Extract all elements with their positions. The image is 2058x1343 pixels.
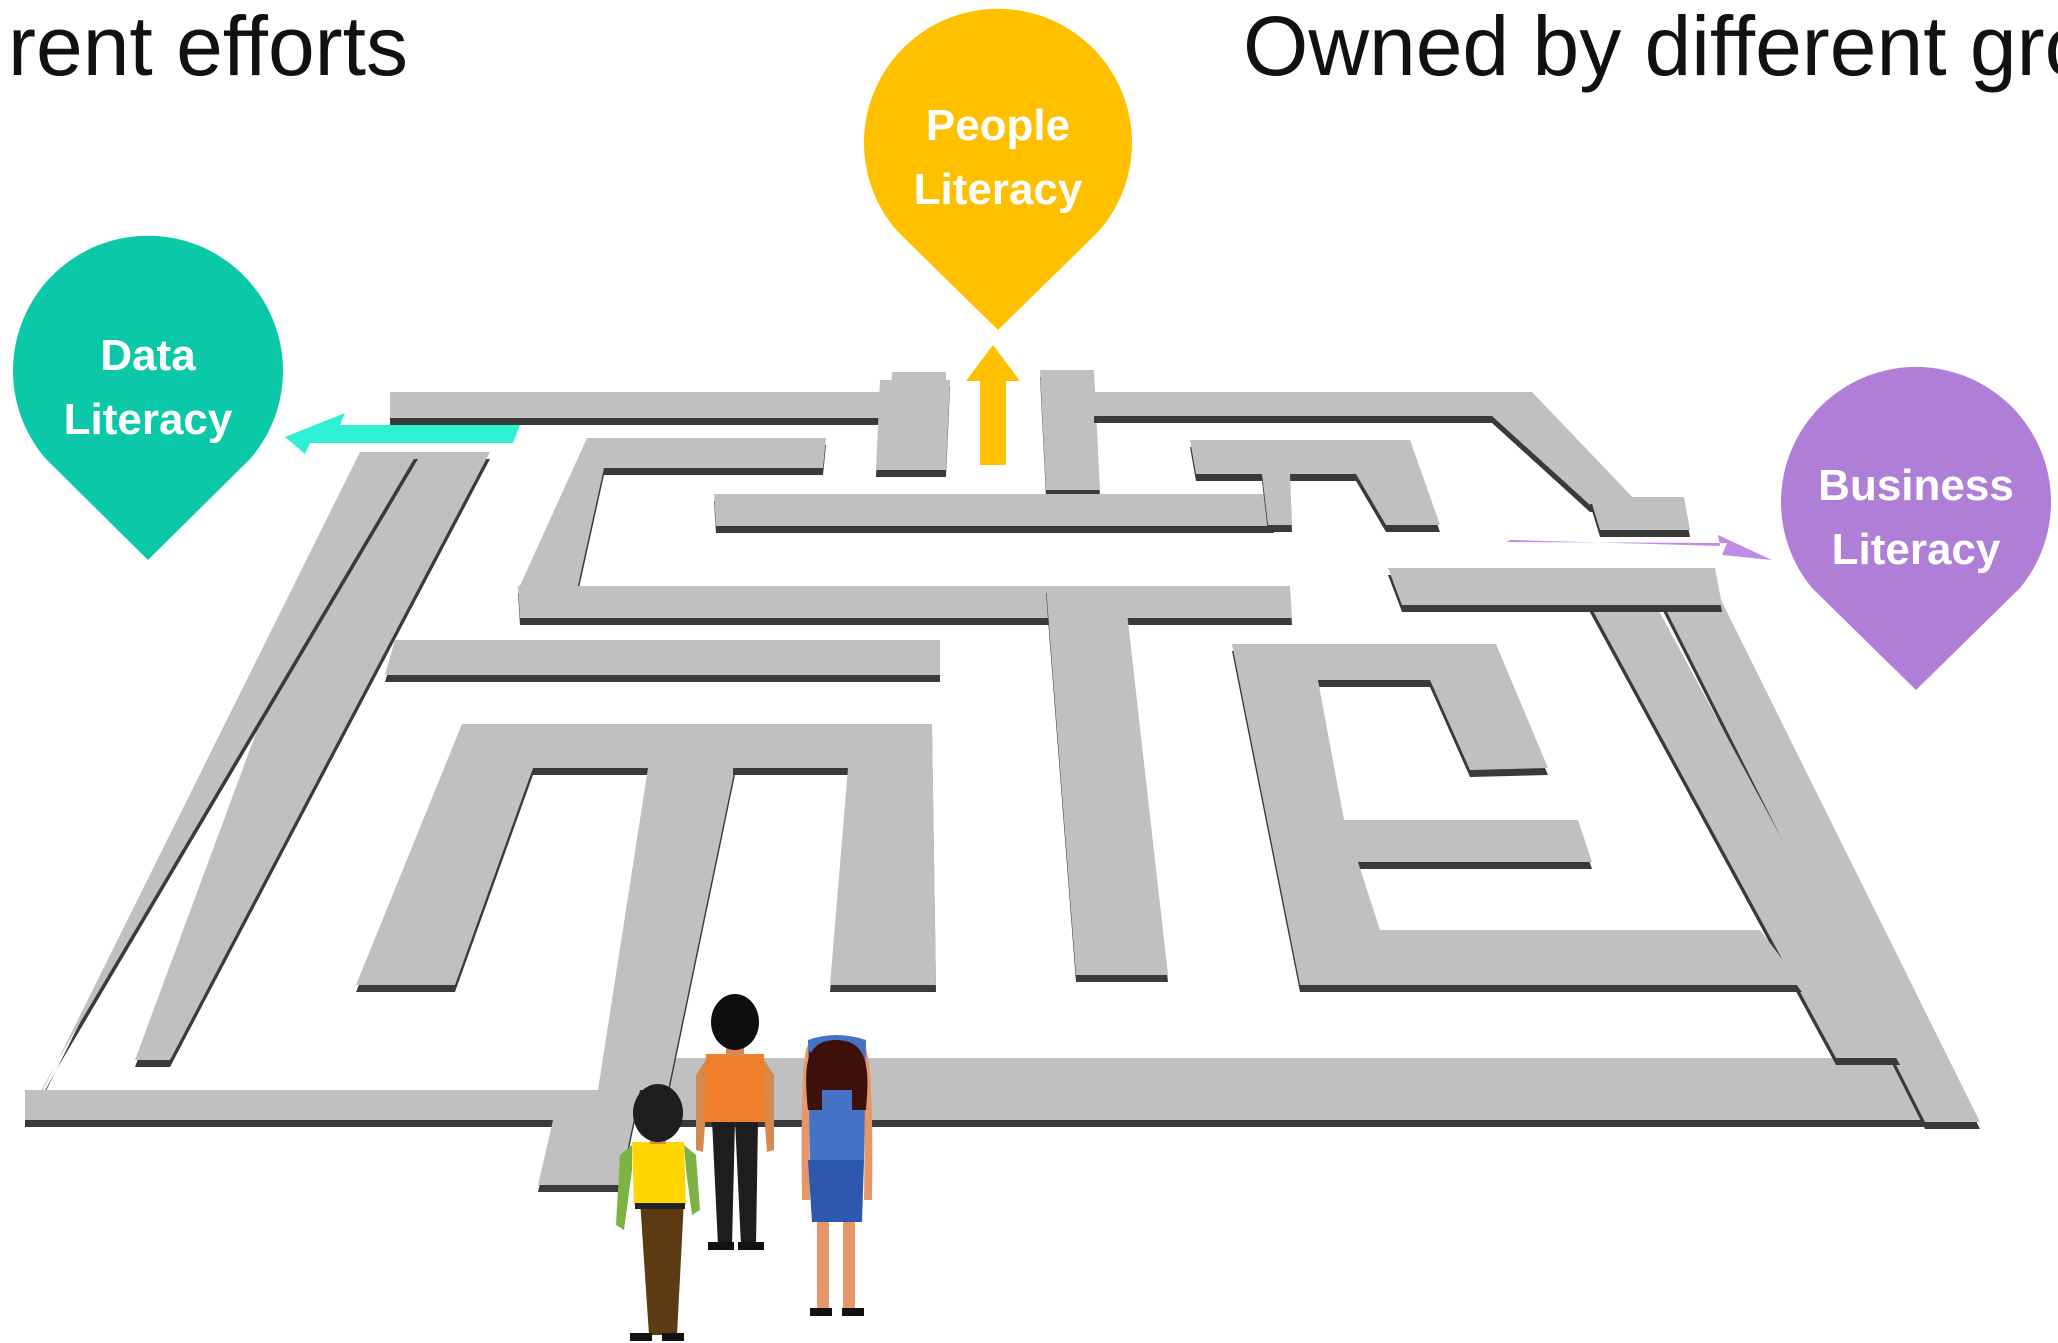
maze-wall-edge — [1094, 399, 1640, 512]
arrow-to-data-literacy — [285, 413, 520, 454]
maze-wall — [518, 586, 1292, 618]
maze-wall — [1388, 568, 1722, 605]
pin-people-line1: People — [926, 101, 1070, 150]
arrow-to-people-literacy — [966, 345, 1020, 465]
pin-business-line2: Literacy — [1832, 525, 2001, 574]
pin-data-line2: Literacy — [64, 395, 233, 444]
pin-data-shape — [13, 235, 284, 560]
maze — [25, 370, 1980, 1192]
maze-wall — [1040, 370, 1100, 490]
maze-wall — [1262, 474, 1292, 525]
maze-wall — [538, 1090, 640, 1185]
maze-wall — [1190, 440, 1440, 525]
maze-wall — [1590, 497, 1690, 530]
pin-business-literacy: Business Literacy — [1781, 366, 2051, 690]
maze-wall — [1046, 586, 1168, 975]
person-blue-dress — [801, 1035, 873, 1316]
maze-wall — [356, 724, 750, 985]
maze-wall — [25, 1090, 560, 1120]
person-yellow-shirt — [616, 1084, 700, 1341]
maze-wall — [714, 494, 1274, 526]
maze-wall — [1660, 598, 1980, 1122]
maze-wall — [135, 452, 490, 1060]
maze-wall — [518, 438, 826, 590]
pin-people-line2: Literacy — [914, 165, 1083, 214]
heading-right: Owned by different gro — [1243, 0, 2058, 93]
maze-wall — [385, 640, 940, 675]
heading-left: rent efforts — [8, 0, 408, 93]
maze-wall — [1232, 644, 1802, 985]
pin-data-line1: Data — [100, 331, 196, 380]
pin-business-shape — [1781, 366, 2051, 690]
arrow-to-business-literacy — [1506, 535, 1772, 560]
pin-people-shape — [863, 8, 1132, 331]
maze-wall — [620, 1058, 1978, 1120]
pin-data-literacy: Data Literacy — [13, 235, 284, 560]
maze-wall — [1586, 598, 1900, 1058]
maze-wall — [390, 392, 890, 418]
person-orange-shirt — [696, 994, 774, 1250]
pin-people-literacy: People Literacy — [863, 8, 1132, 331]
maze-wall — [733, 724, 936, 985]
maze-wall — [598, 768, 735, 1090]
maze-wall — [876, 380, 950, 470]
pin-business-line1: Business — [1818, 461, 2014, 510]
maze-wall — [1094, 392, 1640, 505]
